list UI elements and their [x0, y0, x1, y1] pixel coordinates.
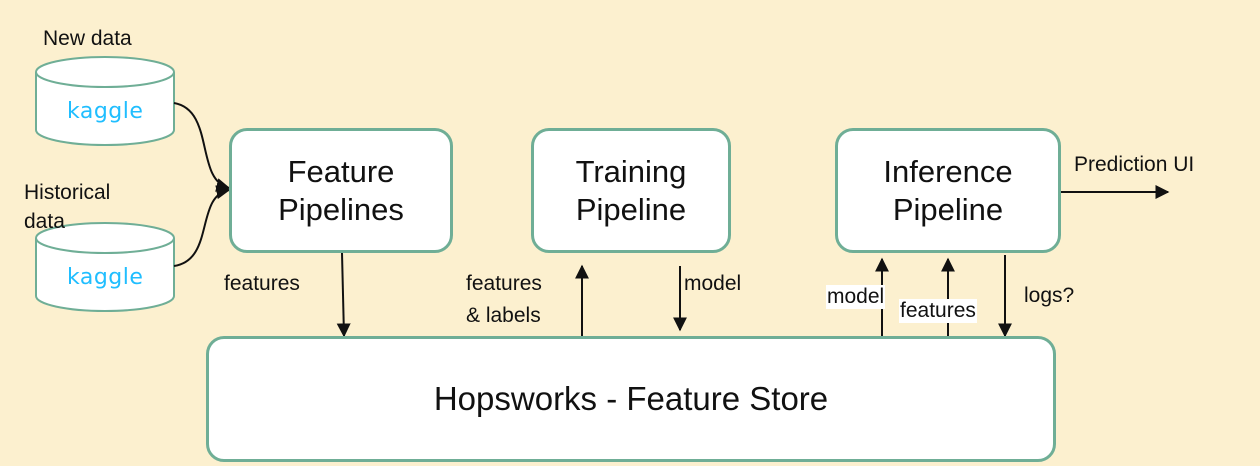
training-pipeline-line2: Pipeline — [575, 191, 687, 227]
edge-label-features-labels-line2: & labels — [466, 304, 541, 327]
arrow-historical-to-feature — [173, 185, 231, 267]
inference-pipeline-line2: Pipeline — [892, 191, 1004, 227]
edge-label-features-labels-line1: features — [466, 272, 542, 295]
feature-pipelines-box: Feature Pipelines — [229, 128, 453, 253]
edge-label-prediction-ui: Prediction UI — [1074, 153, 1195, 176]
arrow-new-data-to-feature — [173, 102, 231, 192]
database-historical-data — [35, 222, 175, 312]
inference-pipeline-box: Inference Pipeline — [835, 128, 1061, 253]
edge-label-logs: logs? — [1024, 284, 1075, 307]
feature-store-box: Hopsworks - Feature Store — [206, 336, 1056, 462]
new-data-label: New data — [43, 27, 132, 50]
training-pipeline-line1: Training — [575, 153, 687, 189]
edge-label-features: features — [224, 272, 300, 295]
feature-pipelines-line2: Pipelines — [278, 191, 404, 227]
feature-store-label: Hopsworks - Feature Store — [433, 379, 829, 417]
edge-label-model-up: model — [826, 285, 886, 309]
database-new-data — [35, 56, 175, 146]
feature-pipelines-line1: Feature — [287, 153, 395, 189]
historical-data-label-line1: Historical — [24, 181, 111, 204]
kaggle-logo: kaggle — [67, 99, 144, 124]
edge-label-features-up: features — [899, 299, 977, 323]
edge-label-model-down: model — [684, 272, 742, 295]
inference-pipeline-line1: Inference — [883, 153, 1013, 189]
historical-data-label-line2: data — [24, 210, 65, 233]
arrow-features-down — [336, 252, 351, 338]
kaggle-logo: kaggle — [67, 265, 144, 290]
training-pipeline-box: Training Pipeline — [531, 128, 731, 253]
